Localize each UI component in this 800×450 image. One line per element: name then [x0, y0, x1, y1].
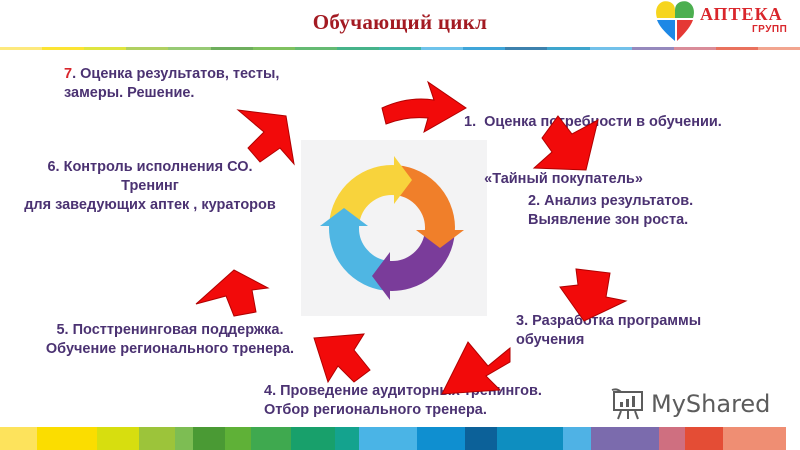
bottom-color-bar [0, 427, 800, 450]
color-strip [417, 427, 465, 450]
divider-strip [463, 47, 506, 50]
color-strip [723, 427, 786, 450]
step-3-line-1: 3. Разработка программы [516, 313, 702, 329]
arrow-icon-6-to-7 [236, 109, 295, 166]
arrow-icon-3-to-4 [441, 341, 511, 395]
divider-strip [210, 47, 253, 50]
step-7-number: 7 [64, 66, 73, 82]
divider-strip [336, 47, 379, 50]
step-3-line-2: обучения [516, 332, 585, 348]
divider-strip [715, 47, 758, 50]
step-5-line-1: 5. Посттренинговая поддержка. [56, 322, 284, 338]
divider-strip [294, 47, 337, 50]
cycle-arrows-icon [320, 156, 464, 300]
step-6-line-1: 6. Контроль исполнения СО. [47, 159, 253, 175]
step-6-line-2: Тренинг [121, 178, 179, 194]
step-2-line-1: 2. Анализ результатов. [528, 193, 694, 209]
divider-strip [589, 47, 632, 50]
step-5-line-2: Обучение регионального тренера. [45, 341, 295, 357]
slide-title: Обучающий цикл [312, 10, 488, 34]
color-strip [497, 427, 563, 450]
color-strip [291, 427, 335, 450]
cycle-image-frame [301, 140, 487, 316]
color-strip [563, 427, 591, 450]
color-strip [359, 427, 417, 450]
logo-subtitle: ГРУПП [752, 24, 788, 35]
divider-strip [126, 47, 169, 50]
color-strip [37, 427, 97, 450]
logo-name: АПТЕКА [700, 4, 783, 24]
step-4-line-2: Отбор регионального тренера. [264, 402, 487, 418]
divider-strip [505, 47, 548, 50]
heart-logo-icon [656, 1, 694, 41]
step-7-line-2: замеры. Решение. [64, 85, 195, 101]
divider-strip [421, 47, 464, 50]
step-7-line-1: . Оценка результатов, тесты, [72, 66, 280, 82]
step-6: 6. Контроль исполнения СО. Тренинг для з… [0, 158, 300, 215]
divider-strip [378, 47, 422, 50]
step-1-line-2: «Тайный покупатель» [464, 171, 643, 187]
divider-strip [547, 47, 590, 50]
divider-strip [0, 47, 43, 50]
color-strip [0, 427, 37, 450]
divider-strip [757, 47, 800, 50]
color-strip [591, 427, 659, 450]
logo: АПТЕКА ГРУПП [652, 0, 800, 44]
divider-strip [673, 47, 716, 50]
color-strip [139, 427, 175, 450]
arrow-icon-4-to-5 [313, 333, 371, 384]
color-strip [97, 427, 139, 450]
presentation-board-icon [611, 388, 643, 420]
color-strip [659, 427, 685, 450]
color-strip [251, 427, 291, 450]
divider-strip [42, 47, 85, 50]
watermark: MyShared [607, 387, 797, 421]
step-5: 5. Посттренинговая поддержка. Обучение р… [20, 321, 320, 359]
arrow-icon-2-to-3 [559, 268, 628, 322]
color-strip [465, 427, 497, 450]
arrow-icon-1-to-2 [532, 115, 599, 171]
color-strip [225, 427, 251, 450]
color-strip [193, 427, 225, 450]
step-6-line-3: для заведующих аптек , кураторов [24, 197, 276, 213]
step-2-line-2: Выявление зон роста. [528, 212, 689, 228]
watermark-text: MyShared [651, 390, 771, 418]
divider-strip [252, 47, 295, 50]
step-2: 2. Анализ результатов. Выявление зон рос… [528, 192, 693, 230]
top-divider [0, 47, 800, 50]
step-3: 3. Разработка программы обучения [516, 312, 701, 350]
arrow-icon-5-to-6 [195, 269, 270, 317]
divider-strip [168, 47, 211, 50]
divider-strip [631, 47, 674, 50]
color-strip [685, 427, 723, 450]
color-strip [175, 427, 193, 450]
step-7: 7. Оценка результатов, тесты, замеры. Ре… [64, 65, 279, 103]
color-strip [335, 427, 359, 450]
divider-strip [84, 47, 127, 50]
arrow-icon-7-to-1 [381, 80, 467, 134]
